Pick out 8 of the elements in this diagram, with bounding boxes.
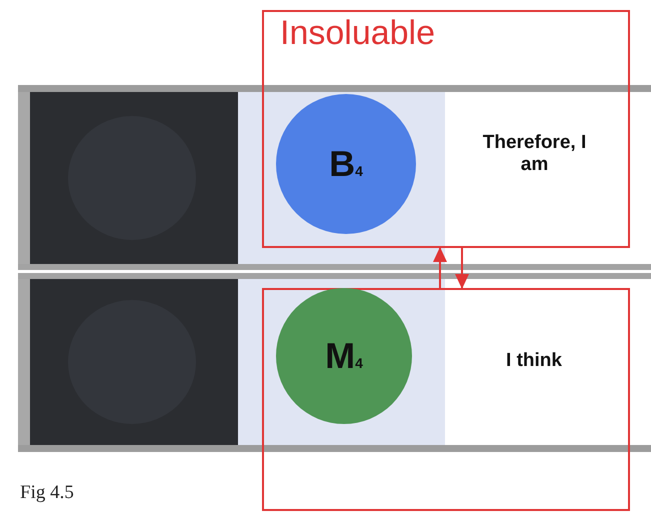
equilibrium-arrow <box>455 248 469 289</box>
group-frame <box>262 288 630 511</box>
node-text: I think <box>469 350 599 372</box>
frame-title: Insoluable <box>280 14 436 53</box>
group-frame <box>262 10 630 248</box>
node-text: Therefore, I am <box>477 132 592 176</box>
equilibrium-arrow <box>433 247 447 288</box>
figure-caption: Fig 4.5 <box>20 482 74 504</box>
